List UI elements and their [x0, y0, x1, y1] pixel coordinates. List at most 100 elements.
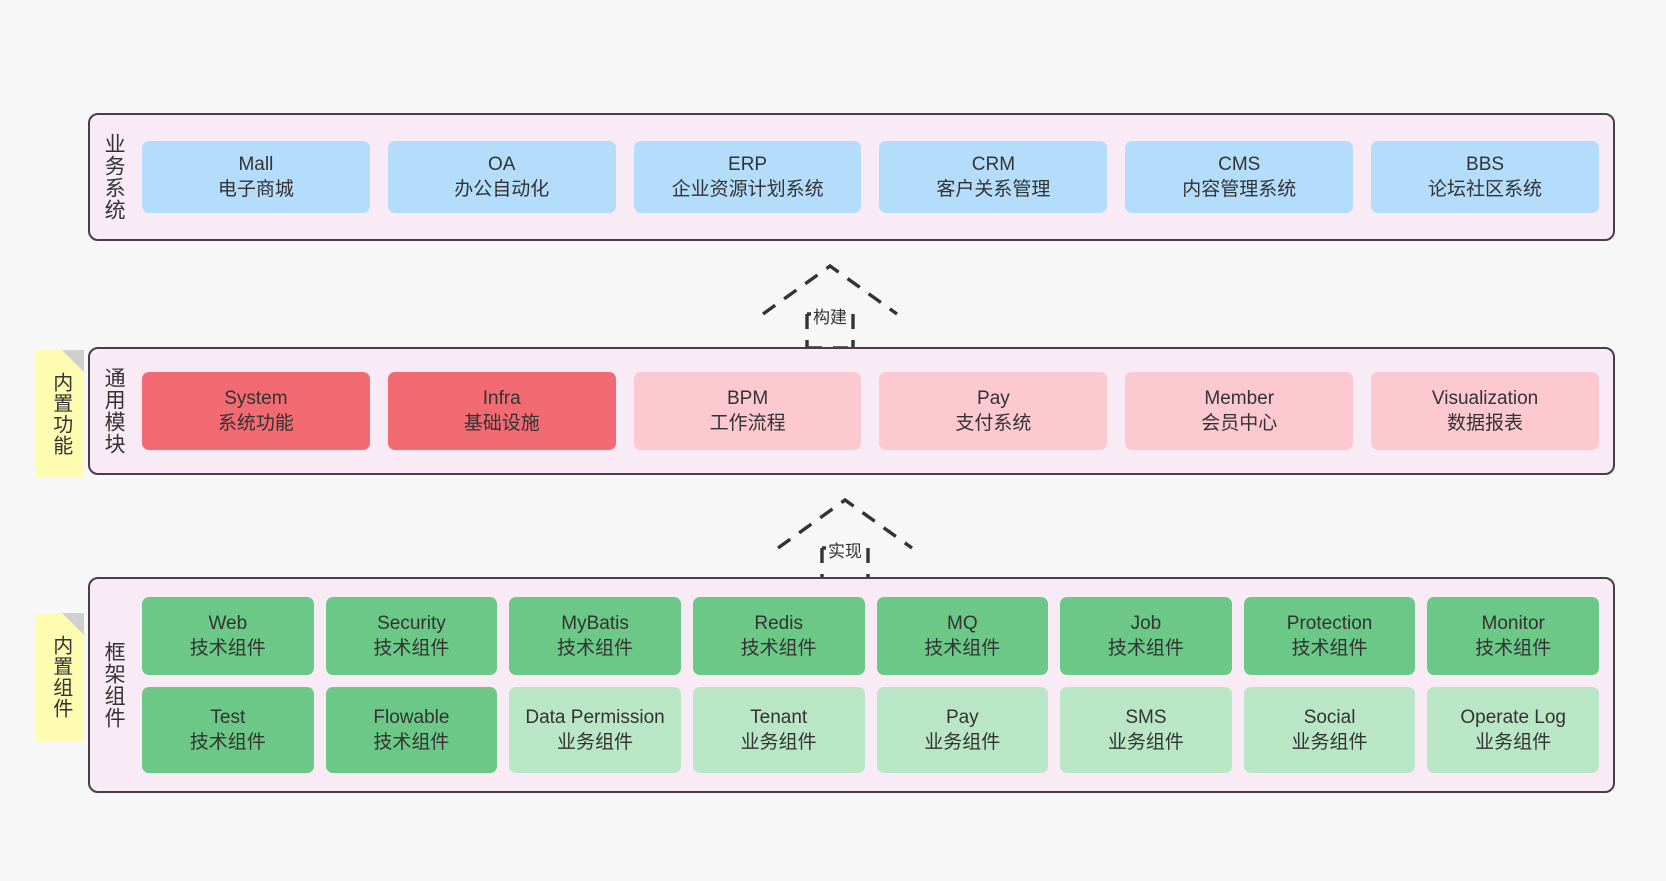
node-sms[interactable]: SMS 业务组件: [1060, 687, 1232, 773]
node-member[interactable]: Member 会员中心: [1125, 372, 1354, 450]
node-title: MyBatis: [561, 612, 629, 634]
node-subtitle: 业务组件: [557, 732, 634, 753]
node-data-permission[interactable]: Data Permission 业务组件: [509, 687, 681, 773]
row: Mall 电子商城 OA 办公自动化 ERP 企业资源计划系统 CRM 客户关系…: [142, 141, 1599, 213]
note-fold-corner-icon: [62, 613, 84, 635]
node-subtitle: 业务组件: [924, 732, 1001, 753]
node-title: Visualization: [1431, 387, 1539, 409]
node-title: Test: [210, 706, 246, 728]
node-title: Protection: [1286, 612, 1373, 634]
node-title: Monitor: [1481, 612, 1545, 634]
node-infra[interactable]: Infra 基础设施: [387, 372, 616, 450]
node-subtitle: 企业资源计划系统: [671, 179, 824, 200]
node-social[interactable]: Social 业务组件: [1243, 687, 1416, 773]
node-title: MQ: [947, 612, 978, 634]
layer-title-framework: 框架组件: [102, 641, 126, 729]
node-operate-log[interactable]: Operate Log 业务组件: [1427, 687, 1599, 773]
node-subtitle: 系统功能: [217, 413, 294, 434]
node-oa[interactable]: OA 办公自动化: [387, 141, 616, 213]
node-mybatis[interactable]: MyBatis 技术组件: [509, 597, 681, 675]
sticky-note-builtin-components[interactable]: 内置组件: [36, 613, 84, 741]
node-subtitle: 论坛社区系统: [1428, 179, 1543, 200]
node-subtitle: 技术组件: [373, 732, 450, 753]
node-subtitle: 基础设施: [463, 413, 540, 434]
layer-title-common: 通用模块: [102, 367, 126, 455]
node-subtitle: 技术组件: [740, 638, 817, 659]
layer-title-business: 业务系统: [102, 133, 126, 221]
node-cms[interactable]: CMS 内容管理系统: [1125, 141, 1354, 213]
node-subtitle: 技术组件: [1291, 638, 1368, 659]
connector-label-build: 构建: [811, 303, 849, 328]
node-bbs[interactable]: BBS 论坛社区系统: [1371, 141, 1599, 213]
node-title: Pay: [977, 387, 1010, 409]
node-title: BPM: [726, 387, 769, 409]
arrowhead-open-triangle: [777, 497, 913, 550]
node-title: BBS: [1466, 153, 1505, 175]
connector-label-implement: 实现: [826, 537, 864, 562]
node-subtitle: 技术组件: [1475, 638, 1552, 659]
node-subtitle: 支付系统: [955, 413, 1032, 434]
node-subtitle: 技术组件: [189, 638, 266, 659]
row-business-components: Test 技术组件 Flowable 技术组件 Data Permission …: [142, 687, 1599, 773]
node-title: Infra: [482, 387, 521, 409]
node-title: Job: [1130, 612, 1162, 634]
sticky-note-label: 内置组件: [49, 635, 72, 719]
layer-business-systems[interactable]: 业务系统 Mall 电子商城 OA 办公自动化 ERP 企业资源计划系统 CRM…: [88, 113, 1615, 241]
node-title: Operate Log: [1460, 706, 1566, 728]
node-protection[interactable]: Protection 技术组件: [1243, 597, 1416, 675]
node-title: ERP: [728, 153, 768, 175]
node-title: Social: [1303, 706, 1356, 728]
node-redis[interactable]: Redis 技术组件: [692, 597, 865, 675]
node-mall[interactable]: Mall 电子商城: [142, 141, 370, 213]
node-title: CRM: [971, 153, 1016, 175]
node-monitor[interactable]: Monitor 技术组件: [1427, 597, 1599, 675]
node-security[interactable]: Security 技术组件: [325, 597, 498, 675]
node-visualization[interactable]: Visualization 数据报表: [1371, 372, 1599, 450]
layer-body-common: System 系统功能 Infra 基础设施 BPM 工作流程 Pay 支付系统…: [136, 349, 1613, 473]
node-subtitle: 数据报表: [1447, 413, 1524, 434]
node-flowable[interactable]: Flowable 技术组件: [325, 687, 498, 773]
node-crm[interactable]: CRM 客户关系管理: [879, 141, 1108, 213]
node-title: SMS: [1125, 706, 1167, 728]
node-subtitle: 会员中心: [1201, 413, 1278, 434]
node-subtitle: 业务组件: [1291, 732, 1368, 753]
node-subtitle: 技术组件: [373, 638, 450, 659]
node-title: CMS: [1218, 153, 1261, 175]
layer-common-modules[interactable]: 通用模块 System 系统功能 Infra 基础设施 BPM 工作流程 Pay…: [88, 347, 1615, 475]
node-erp[interactable]: ERP 企业资源计划系统: [633, 141, 862, 213]
connector-implement: 实现: [770, 496, 920, 584]
node-title: Redis: [754, 612, 803, 634]
node-subtitle: 业务组件: [1475, 732, 1552, 753]
sticky-note-builtin-features[interactable]: 内置功能: [36, 350, 84, 478]
node-subtitle: 技术组件: [189, 732, 266, 753]
node-job[interactable]: Job 技术组件: [1060, 597, 1232, 675]
node-subtitle: 办公自动化: [454, 179, 550, 200]
node-subtitle: 技术组件: [924, 638, 1001, 659]
node-title: Mall: [238, 153, 274, 175]
node-mq[interactable]: MQ 技术组件: [876, 597, 1049, 675]
row: System 系统功能 Infra 基础设施 BPM 工作流程 Pay 支付系统…: [142, 372, 1599, 450]
node-title: Pay: [945, 706, 979, 728]
node-tenant[interactable]: Tenant 业务组件: [692, 687, 865, 773]
node-title: Member: [1204, 387, 1275, 409]
node-subtitle: 内容管理系统: [1182, 179, 1297, 200]
layer-body-business: Mall 电子商城 OA 办公自动化 ERP 企业资源计划系统 CRM 客户关系…: [136, 115, 1613, 239]
layer-body-framework: Web 技术组件 Security 技术组件 MyBatis 技术组件 Redi…: [136, 579, 1613, 791]
connector-build: 构建: [755, 262, 905, 350]
arrowhead-open-triangle: [762, 263, 898, 316]
node-title: Data Permission: [525, 706, 665, 728]
node-subtitle: 客户关系管理: [936, 179, 1051, 200]
node-system[interactable]: System 系统功能: [142, 372, 370, 450]
node-pay-module[interactable]: Pay 支付系统: [879, 372, 1108, 450]
node-title: Tenant: [750, 706, 808, 728]
node-web[interactable]: Web 技术组件: [142, 597, 314, 675]
node-subtitle: 工作流程: [709, 413, 786, 434]
node-pay-component[interactable]: Pay 业务组件: [876, 687, 1049, 773]
note-fold-corner-icon: [62, 350, 84, 372]
node-title: Flowable: [373, 706, 450, 728]
node-test[interactable]: Test 技术组件: [142, 687, 314, 773]
row-technical-components: Web 技术组件 Security 技术组件 MyBatis 技术组件 Redi…: [142, 597, 1599, 675]
node-bpm[interactable]: BPM 工作流程: [633, 372, 862, 450]
layer-framework-components[interactable]: 框架组件 Web 技术组件 Security 技术组件 MyBatis 技术组件…: [88, 577, 1615, 793]
